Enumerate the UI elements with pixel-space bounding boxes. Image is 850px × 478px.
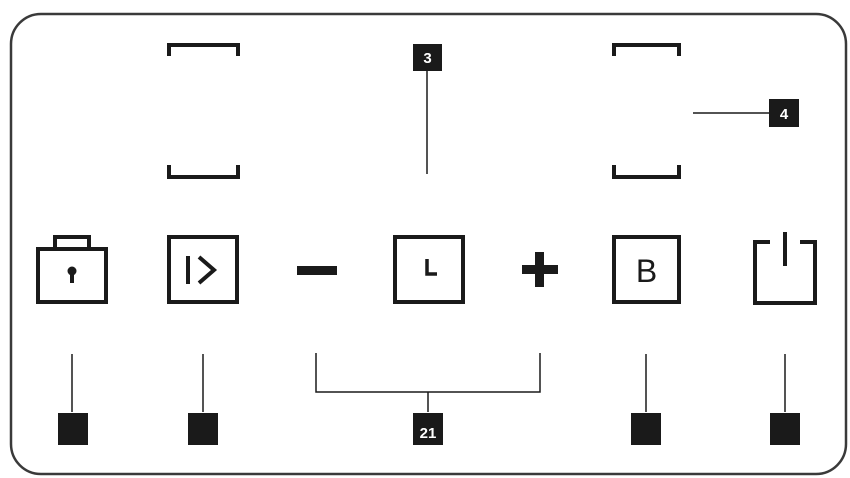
left-display-top-bracket	[167, 43, 240, 56]
minus-icon	[297, 266, 337, 275]
callout-3-label: 3	[423, 50, 431, 67]
panel-outline	[9, 12, 848, 476]
marker-leaders	[71, 353, 786, 412]
left-display-bottom-bracket	[167, 165, 240, 179]
timer-group-bracket	[315, 353, 541, 393]
callout-21: 21	[413, 413, 443, 445]
pause-play-icon	[167, 235, 239, 304]
booster-letter: B	[636, 253, 657, 289]
callout-3-box	[413, 44, 442, 71]
right-display-bracket	[612, 43, 681, 179]
callout-21-box	[413, 413, 443, 445]
left-display-bracket	[167, 43, 240, 179]
callout-4: 4	[693, 99, 799, 127]
pause-play-marker	[188, 413, 218, 445]
callout-3: 3	[413, 44, 442, 174]
child-lock-marker	[58, 413, 88, 445]
callout-4-label: 4	[780, 106, 789, 123]
power-marker	[770, 413, 800, 445]
child-lock-icon	[36, 235, 108, 304]
right-display-top-bracket	[612, 43, 681, 56]
booster-icon: B	[612, 235, 681, 304]
booster-marker	[631, 413, 661, 445]
plus-icon	[522, 252, 558, 287]
power-icon	[753, 232, 817, 305]
timer-icon	[393, 235, 465, 304]
callout-21-label: 21	[420, 425, 437, 442]
right-display-bottom-bracket	[612, 165, 681, 179]
callout-4-box	[769, 99, 799, 127]
